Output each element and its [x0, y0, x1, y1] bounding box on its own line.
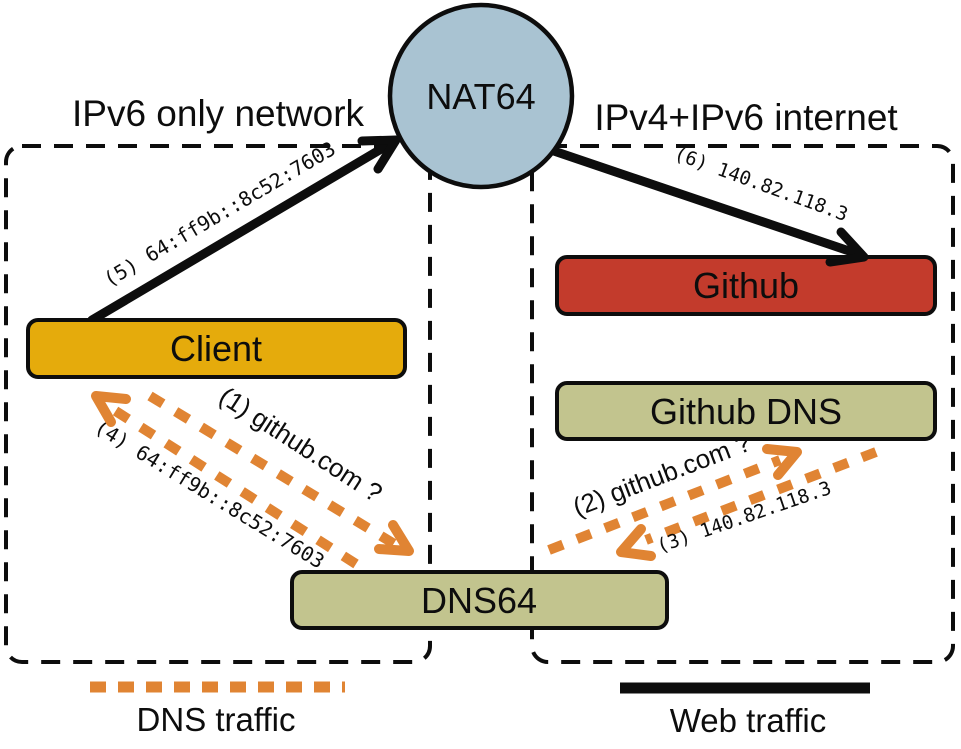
flow-5-label: (5) 64:ff9b::8c52:7603: [99, 136, 339, 291]
ipv4-ipv6-internet-boundary: [530, 144, 955, 664]
dns-arrow-2-dns64-to-githubdns: [547, 455, 782, 555]
ipv6-network-label: IPv6 only network: [72, 93, 365, 134]
web-arrow-client-to-nat64: [87, 137, 398, 325]
dns-arrow-1-arrowhead-icon: [374, 520, 414, 556]
flow-6-label: (6) 140.82.118.3: [671, 143, 851, 226]
github-dns-node: [555, 381, 937, 441]
dns64-node: [290, 570, 669, 630]
flow-1-label: (1) github.com ?: [214, 381, 388, 508]
ipv6-only-network-boundary: [4, 144, 432, 664]
dns-arrow-3-arrowhead-icon: [616, 524, 656, 561]
client-node: [26, 318, 407, 379]
dns-arrow-2-arrowhead-icon: [762, 444, 802, 480]
dns-arrow-3-githubdns-to-dns64: [644, 447, 878, 545]
nat64-node: [387, 2, 575, 190]
web-arrow-5-arrowhead-icon: [357, 135, 401, 174]
github-node: [555, 255, 937, 316]
github-dns-label: Github DNS: [650, 391, 842, 432]
dns64-label: DNS64: [421, 580, 537, 621]
legend-dns-traffic-label: DNS traffic: [137, 701, 296, 738]
flow-3-label: (3) 140.82.118.3: [654, 477, 834, 557]
dns-arrow-4-dns64-to-client: [111, 405, 359, 569]
github-label: Github: [693, 265, 799, 306]
dns-arrow-4-arrowhead-icon: [91, 391, 131, 427]
web-arrow-6-arrowhead-icon: [825, 227, 869, 267]
legend-web-traffic-label: Web traffic: [670, 702, 827, 739]
client-label: Client: [170, 328, 262, 369]
nat64-label: NAT64: [426, 76, 535, 117]
web-arrow-nat64-to-github: [540, 143, 863, 259]
internet-label: IPv4+IPv6 internet: [594, 97, 898, 138]
